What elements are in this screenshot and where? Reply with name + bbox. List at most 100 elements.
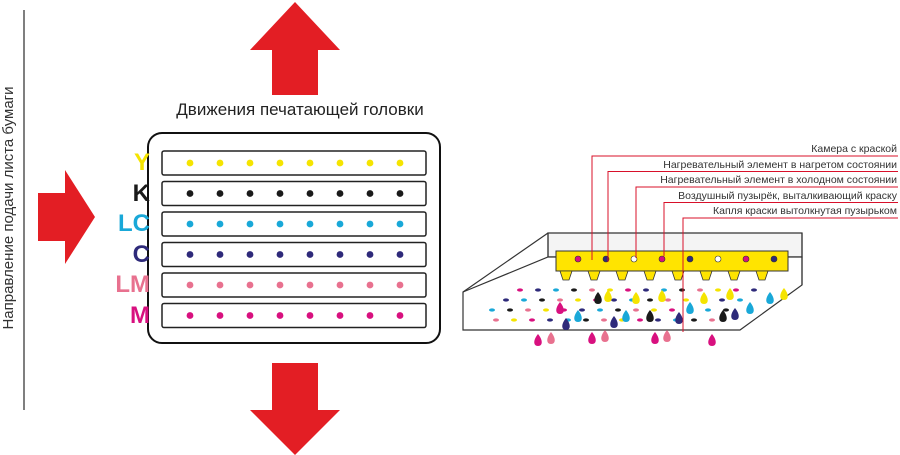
nozzle-dot — [186, 281, 194, 289]
plate-dot — [547, 318, 553, 322]
nozzle-dot — [366, 312, 374, 319]
nozzle-dot — [306, 190, 314, 197]
ink-drop — [675, 312, 683, 324]
plate-dot — [637, 318, 643, 322]
heater-element — [559, 270, 573, 281]
nozzle-dot — [336, 190, 344, 197]
callout-label: Нагревательный элемент в нагретом состоя… — [663, 158, 897, 171]
plate-dot — [535, 288, 541, 292]
plate-dot — [525, 308, 531, 312]
ink-drop — [588, 332, 596, 344]
nozzle-dot — [246, 190, 254, 197]
plate-dot — [615, 308, 621, 312]
head-down-arrow — [250, 363, 340, 455]
plate-dot — [691, 318, 697, 322]
plate-dot — [511, 318, 517, 322]
plate-dot — [597, 308, 603, 312]
plate-dot — [737, 298, 743, 302]
ink-drop — [780, 288, 788, 300]
nozzle-row — [161, 211, 427, 237]
nozzle-dot — [246, 312, 254, 319]
heater-element — [699, 270, 713, 281]
nozzle-row — [161, 302, 427, 329]
plate-dot — [719, 298, 725, 302]
plate-dot — [647, 298, 653, 302]
ink-drop — [646, 310, 654, 322]
nozzle-dot — [396, 159, 404, 167]
plate-dot — [679, 288, 685, 292]
ink-drop — [547, 332, 555, 344]
ink-drop — [594, 292, 602, 304]
plate-dot — [723, 308, 729, 312]
plate-dot — [733, 288, 739, 292]
nozzle-dot — [186, 251, 194, 258]
callout-line — [682, 217, 898, 332]
bubble — [742, 255, 750, 263]
plate-dot — [715, 288, 721, 292]
heater-element — [643, 270, 657, 281]
nozzle-dot — [276, 281, 284, 289]
plate-dot — [705, 308, 711, 312]
plate-dot — [571, 288, 577, 292]
plate-dot — [579, 308, 585, 312]
plate-dot — [583, 318, 589, 322]
channel-label-lm: LM — [115, 271, 150, 298]
plate-dot — [539, 298, 545, 302]
heater-elements — [559, 255, 778, 281]
nozzle-row — [161, 272, 427, 298]
nozzle-dot — [276, 190, 284, 197]
channel-label-c: C — [132, 240, 150, 268]
nozzle-dot — [366, 190, 374, 197]
callout-label: Нагревательный элемент в холодном состоя… — [660, 174, 897, 186]
heater-element — [727, 270, 741, 281]
nozzle-dot — [366, 159, 374, 167]
nozzle-dot — [246, 159, 254, 167]
ink-drop — [731, 308, 739, 320]
ink-drop — [719, 310, 727, 322]
plate-dot — [643, 288, 649, 292]
nozzle-dot — [216, 312, 224, 319]
ink-drop — [622, 310, 630, 322]
plate-dot — [751, 288, 757, 292]
ink-drop — [663, 330, 671, 342]
nozzle-dot — [216, 190, 224, 197]
plate-dot — [503, 298, 509, 302]
channel-label-y: Y — [133, 149, 150, 176]
callout-label: Капля краски вытолкнутая пузырьком — [713, 205, 897, 217]
plate-dot — [557, 298, 563, 302]
plate-dot — [655, 318, 661, 322]
cartridge-section — [462, 232, 803, 346]
ink-drop — [708, 334, 716, 346]
nozzle-dot — [246, 281, 254, 289]
nozzle-dot — [216, 220, 224, 228]
nozzle-row — [161, 150, 427, 176]
plate-dot — [589, 288, 595, 292]
nozzle-dot — [306, 312, 314, 319]
ink-drop — [651, 332, 659, 344]
nozzle-dot — [366, 220, 374, 228]
plate-dot — [601, 318, 607, 322]
nozzle-dot — [336, 281, 344, 289]
nozzle-dot — [216, 251, 224, 258]
bubble — [574, 255, 582, 263]
nozzle-dot — [216, 159, 224, 167]
plate-dot — [507, 308, 513, 312]
bubble — [658, 255, 666, 263]
nozzle-dot — [186, 190, 194, 197]
plate-dot — [553, 288, 559, 292]
nozzle-dot — [276, 159, 284, 167]
cartridge-left-edge — [462, 232, 549, 293]
nozzle-dot — [396, 281, 404, 289]
nozzle-dot — [336, 220, 344, 228]
plate-dot — [669, 308, 675, 312]
callout-line — [663, 202, 898, 256]
plate-dot — [697, 288, 703, 292]
plate-dot — [665, 298, 671, 302]
plate-dot — [633, 308, 639, 312]
nozzle-dot — [216, 281, 224, 289]
heater-element — [587, 270, 601, 281]
heater-element — [671, 270, 685, 281]
ink-drop — [686, 302, 694, 314]
nozzle-dot — [396, 220, 404, 228]
